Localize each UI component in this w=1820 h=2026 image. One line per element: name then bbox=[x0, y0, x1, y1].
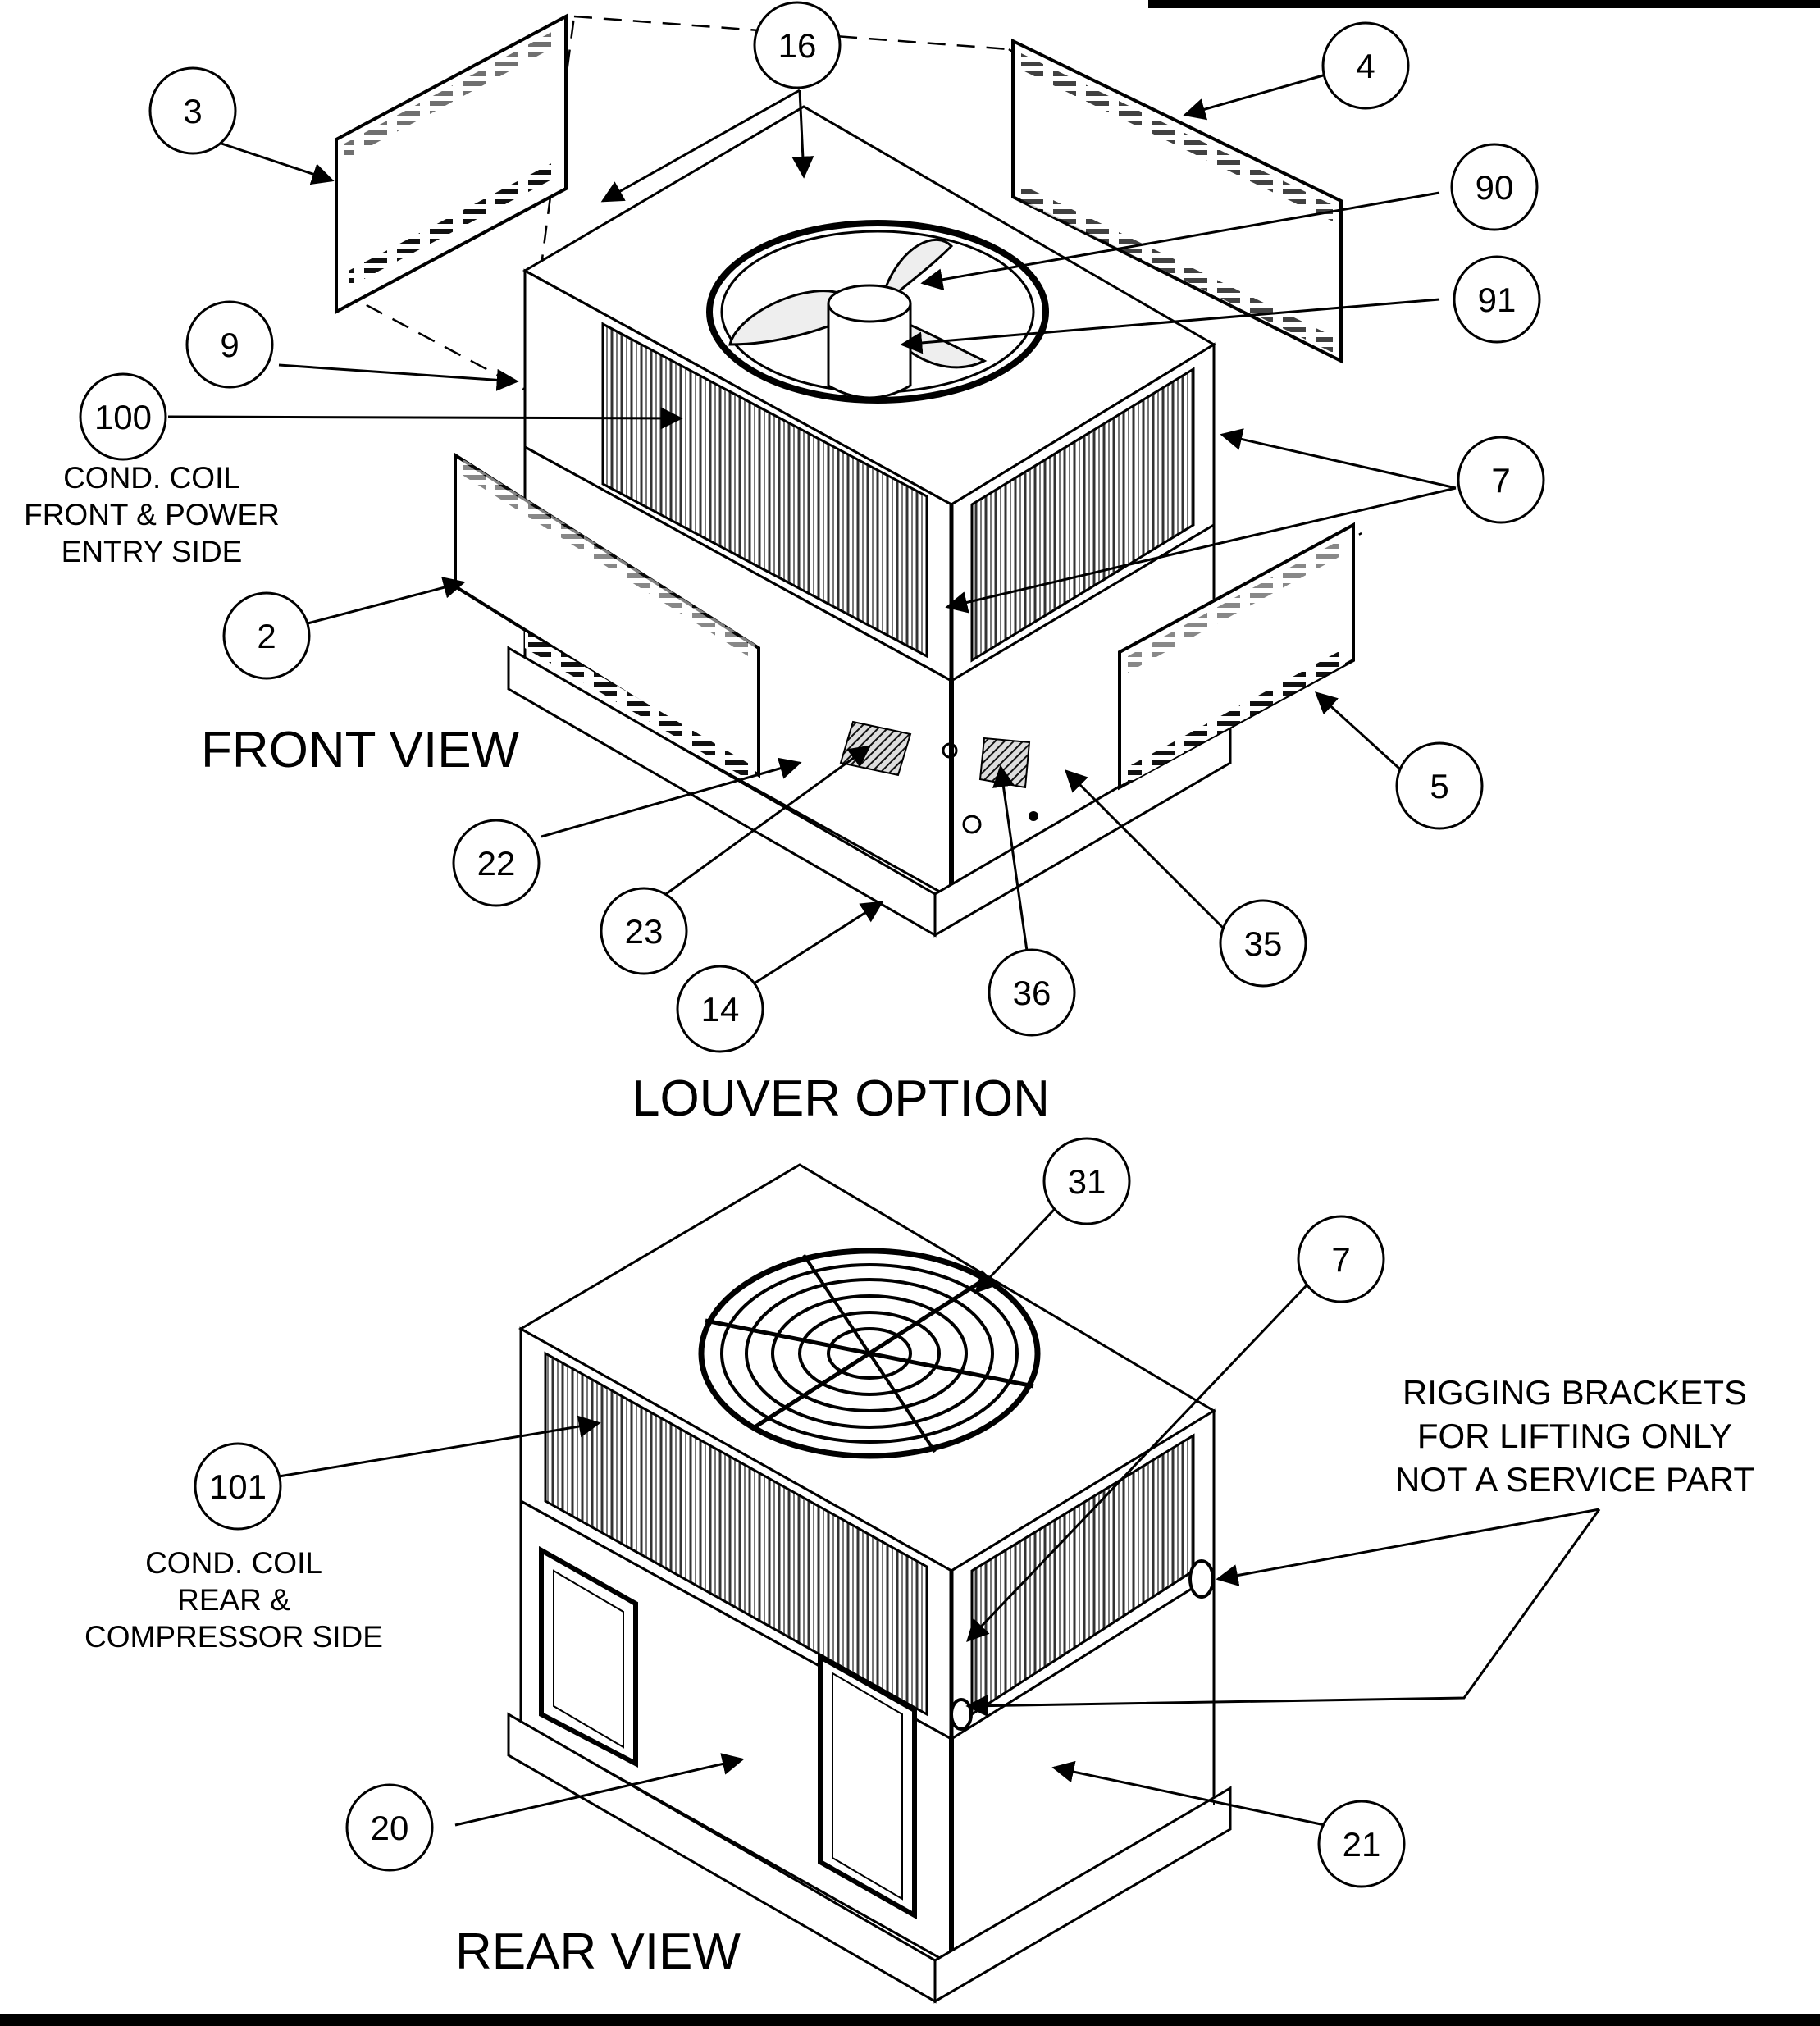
svg-text:NOT A SERVICE PART: NOT A SERVICE PART bbox=[1395, 1460, 1754, 1499]
svg-text:REAR &: REAR & bbox=[177, 1583, 290, 1617]
svg-text:21: 21 bbox=[1343, 1825, 1381, 1864]
svg-text:90: 90 bbox=[1476, 168, 1514, 207]
leader-lines bbox=[167, 72, 1600, 1827]
panel-3 bbox=[335, 13, 568, 315]
callout-c100: 100 bbox=[79, 372, 167, 461]
note-coil-front: COND. COIL FRONT & POWER ENTRY SIDE bbox=[24, 461, 280, 568]
callout-c9: 9 bbox=[185, 300, 274, 389]
svg-text:91: 91 bbox=[1478, 281, 1517, 319]
svg-text:31: 31 bbox=[1068, 1162, 1106, 1201]
callout-c16: 16 bbox=[753, 1, 842, 89]
svg-text:3: 3 bbox=[183, 92, 202, 130]
front-view-unit bbox=[335, 13, 1362, 938]
svg-text:16: 16 bbox=[778, 26, 817, 65]
svg-text:7: 7 bbox=[1491, 461, 1510, 500]
svg-text:36: 36 bbox=[1013, 974, 1051, 1012]
note-coil-rear: COND. COIL REAR & COMPRESSOR SIDE bbox=[84, 1546, 383, 1654]
svg-text:COND. COIL: COND. COIL bbox=[63, 461, 240, 495]
svg-text:4: 4 bbox=[1356, 47, 1375, 85]
svg-text:100: 100 bbox=[94, 398, 152, 436]
panel-4 bbox=[1011, 38, 1343, 364]
panel-5 bbox=[1118, 522, 1355, 791]
svg-text:23: 23 bbox=[625, 912, 664, 951]
note-rigging: RIGGING BRACKETS FOR LIFTING ONLY NOT A … bbox=[1395, 1373, 1754, 1499]
callout-c36: 36 bbox=[988, 948, 1076, 1037]
svg-text:FRONT & POWER: FRONT & POWER bbox=[24, 498, 280, 532]
svg-text:2: 2 bbox=[257, 617, 276, 655]
svg-text:22: 22 bbox=[477, 844, 516, 883]
callout-c22: 22 bbox=[452, 819, 541, 907]
fan-guard bbox=[698, 1248, 1041, 1459]
svg-text:9: 9 bbox=[220, 326, 239, 364]
louver-grille-side bbox=[978, 737, 1031, 789]
callout-c91: 91 bbox=[1453, 255, 1541, 344]
svg-text:14: 14 bbox=[701, 990, 740, 1029]
rigging-bracket-icon bbox=[1188, 1559, 1215, 1599]
callout-c90: 90 bbox=[1450, 143, 1539, 231]
callout-c4: 4 bbox=[1321, 21, 1410, 110]
callout-c2: 2 bbox=[222, 591, 311, 680]
svg-text:ENTRY SIDE: ENTRY SIDE bbox=[62, 535, 243, 568]
callout-c7a: 7 bbox=[1457, 436, 1545, 524]
svg-text:COND. COIL: COND. COIL bbox=[145, 1546, 322, 1580]
svg-text:5: 5 bbox=[1430, 767, 1448, 805]
condenser-coil-rear bbox=[544, 1351, 928, 1717]
front-view-title: FRONT VIEW bbox=[201, 722, 520, 778]
callout-c5: 5 bbox=[1395, 741, 1484, 830]
fan-motor bbox=[827, 303, 912, 399]
callout-c20: 20 bbox=[345, 1783, 434, 1872]
svg-text:35: 35 bbox=[1244, 924, 1283, 963]
rigging-leader bbox=[965, 1508, 1601, 1718]
svg-text:RIGGING BRACKETS: RIGGING BRACKETS bbox=[1403, 1373, 1747, 1412]
svg-text:20: 20 bbox=[371, 1809, 409, 1847]
rear-access-opening-1 bbox=[539, 1545, 638, 1768]
svg-text:7: 7 bbox=[1331, 1240, 1350, 1279]
callout-c7b: 7 bbox=[1297, 1215, 1385, 1303]
callout-c14: 14 bbox=[676, 965, 764, 1053]
callout-c31: 31 bbox=[1042, 1137, 1131, 1225]
callout-c21: 21 bbox=[1317, 1800, 1406, 1888]
svg-text:FOR LIFTING ONLY: FOR LIFTING ONLY bbox=[1417, 1417, 1732, 1455]
rear-access-opening-2 bbox=[818, 1652, 917, 1920]
callout-c35: 35 bbox=[1219, 899, 1307, 988]
callout-c23: 23 bbox=[600, 887, 688, 975]
louver-option-title: LOUVER OPTION bbox=[632, 1070, 1050, 1127]
condenser-coil-front bbox=[601, 322, 928, 659]
callout-c3: 3 bbox=[148, 66, 237, 155]
rear-view-unit bbox=[507, 1163, 1232, 2004]
svg-text:COMPRESSOR SIDE: COMPRESSOR SIDE bbox=[84, 1620, 383, 1654]
callout-c101: 101 bbox=[194, 1442, 282, 1531]
svg-text:101: 101 bbox=[209, 1467, 267, 1506]
rear-view-title: REAR VIEW bbox=[455, 1923, 741, 1980]
